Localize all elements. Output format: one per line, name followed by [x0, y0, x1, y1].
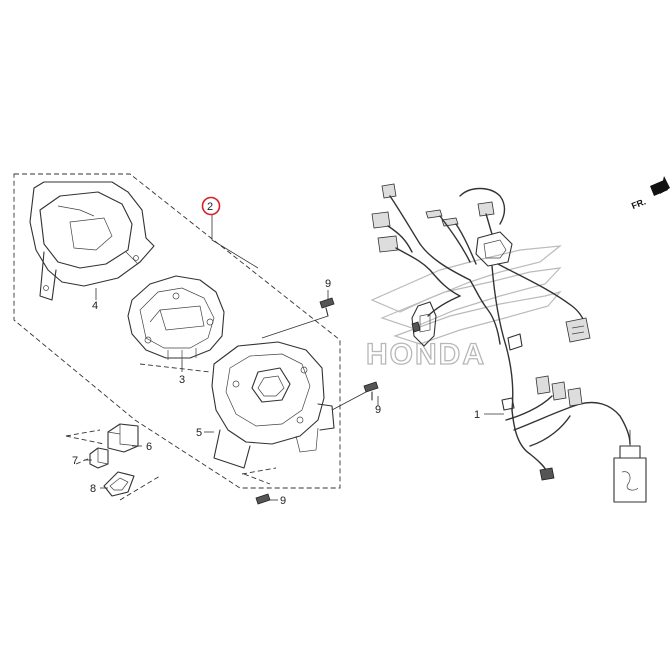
part-labels: 2 4 3 5 6 7 8 9 9 9 1	[72, 201, 480, 507]
watermark-text: HONDA	[366, 338, 486, 371]
label-part-4: 4	[92, 300, 98, 312]
leader-lines	[65, 214, 504, 501]
label-part-1: 1	[474, 409, 480, 421]
socket-block	[107, 423, 139, 453]
label-part-9-lower: 9	[280, 495, 286, 507]
meter-cover	[29, 181, 155, 301]
honda-watermark: HONDA	[365, 245, 562, 372]
rubber-pad	[103, 471, 135, 497]
highlight-circle-part-2	[201, 196, 221, 216]
small-socket	[89, 447, 109, 469]
label-part-7: 7	[72, 455, 78, 467]
label-part-8: 8	[90, 483, 96, 495]
label-part-9-right: 9	[375, 404, 381, 416]
meter-case	[211, 341, 335, 469]
label-part-2: 2	[207, 201, 213, 213]
front-label: FR.	[630, 196, 647, 211]
label-part-3: 3	[179, 374, 185, 386]
screw-right	[363, 381, 379, 401]
screw-lower	[255, 493, 271, 505]
meter-unit	[127, 275, 225, 360]
label-part-6: 6	[146, 441, 152, 453]
label-part-9-upper: 9	[325, 278, 331, 290]
front-direction-indicator: FR.	[630, 176, 670, 211]
screw-upper	[319, 297, 335, 317]
assembly-boundary	[13, 173, 341, 489]
wire-harness	[371, 183, 647, 503]
label-part-5: 5	[196, 427, 202, 439]
